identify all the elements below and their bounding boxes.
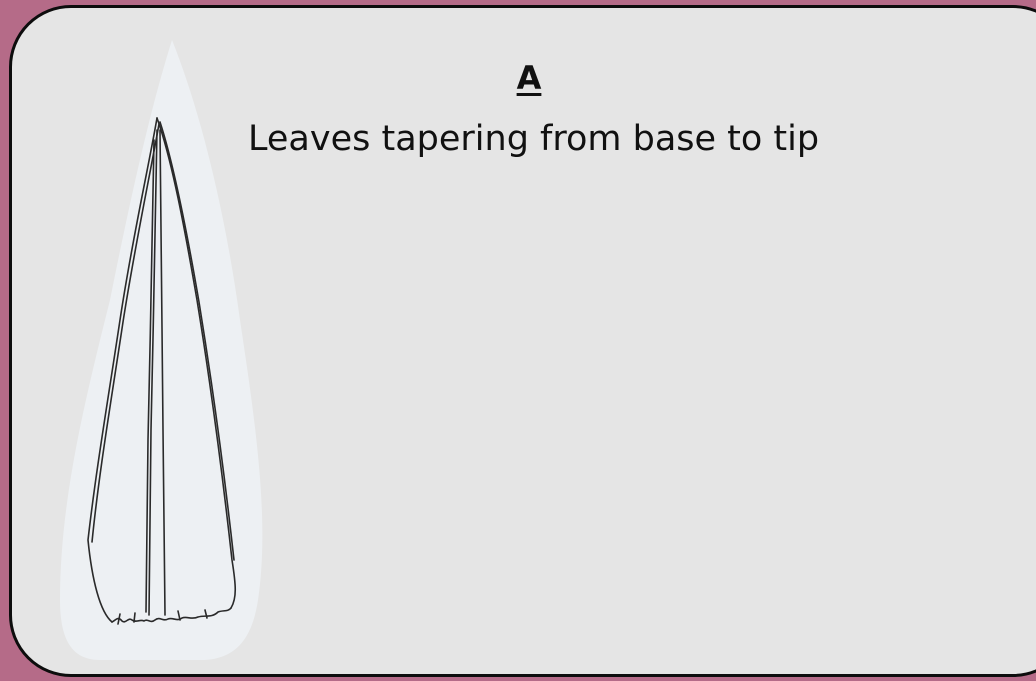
- card-description: Leaves tapering from base to tip: [248, 116, 898, 162]
- card-label: A: [509, 58, 549, 98]
